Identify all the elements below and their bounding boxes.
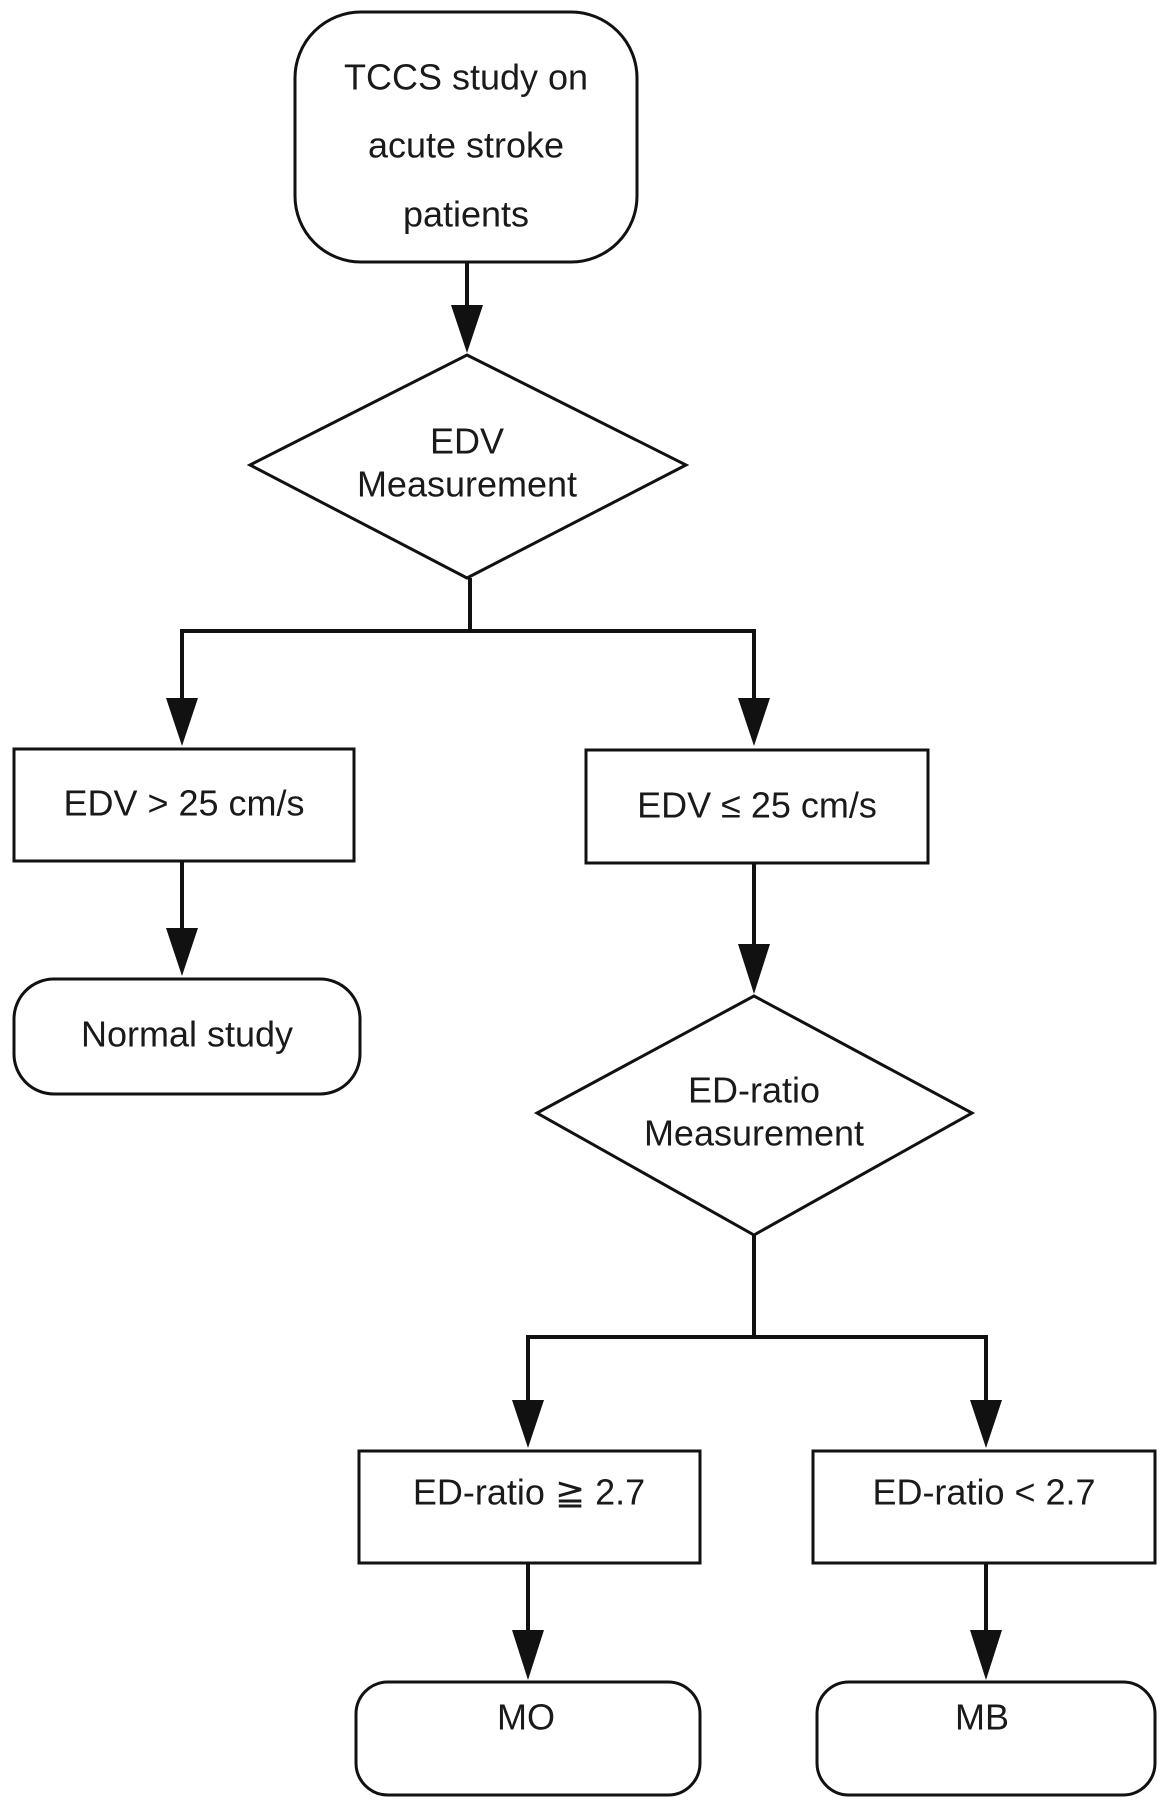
edv-decision-node: EDV Measurement [246, 353, 690, 580]
arrowhead-to-ratio-low [970, 1400, 1002, 1448]
start-node: TCCS study on acute stroke patients [293, 10, 639, 264]
arrowhead-to-mo [512, 1630, 544, 1680]
connector-ratio-split [526, 1235, 988, 1418]
mb-shape [815, 1680, 1157, 1797]
ratio-decision-line-2: Measurement [644, 1113, 864, 1154]
edv-high-label: EDV > 25 cm/s [63, 783, 304, 824]
ratio-high-shape [357, 1449, 702, 1565]
ratio-high-node: ED-ratio ≧ 2.7 [357, 1449, 702, 1565]
normal-study-shape [12, 977, 362, 1096]
arrowhead-to-normal [166, 928, 198, 976]
edv-high-node: EDV > 25 cm/s [12, 747, 356, 863]
arrowhead-start-to-edv [451, 305, 483, 353]
edv-low-shape [584, 748, 930, 865]
arrowhead-to-ratio-high [512, 1400, 544, 1448]
mb-label: MB [955, 1697, 1009, 1738]
ratio-decision-line-1: ED-ratio [688, 1070, 820, 1111]
mo-node: MO [354, 1680, 702, 1797]
connector-edv-split [180, 578, 756, 714]
edv-decision-line-2: Measurement [357, 464, 577, 505]
ratio-low-label: ED-ratio < 2.7 [872, 1472, 1095, 1513]
edv-decision-line-1: EDV [430, 421, 504, 462]
start-node-line-3: patients [403, 194, 529, 235]
start-node-line-2: acute stroke [368, 125, 564, 166]
normal-study-label: Normal study [81, 1014, 293, 1055]
start-node-line-1: TCCS study on [344, 57, 588, 98]
start-node-shape [293, 10, 639, 264]
edv-decision-shape [246, 353, 690, 580]
ratio-decision-node: ED-ratio Measurement [533, 994, 976, 1237]
ratio-decision-shape [533, 994, 976, 1237]
normal-study-node: Normal study [12, 977, 362, 1096]
mo-label: MO [497, 1697, 555, 1738]
edv-high-shape [12, 747, 356, 863]
mo-shape [354, 1680, 702, 1797]
mb-node: MB [815, 1680, 1157, 1797]
edv-low-node: EDV ≤ 25 cm/s [584, 748, 930, 865]
arrowhead-to-mb [970, 1630, 1002, 1680]
ratio-low-shape [811, 1449, 1157, 1565]
arrowhead-to-edv-low [738, 698, 770, 746]
ratio-high-label: ED-ratio ≧ 2.7 [413, 1472, 645, 1513]
arrowhead-to-edv-high [166, 698, 198, 746]
arrowhead-to-ratio-decision [738, 944, 770, 994]
ratio-low-node: ED-ratio < 2.7 [811, 1449, 1157, 1565]
edv-low-label: EDV ≤ 25 cm/s [637, 785, 877, 826]
